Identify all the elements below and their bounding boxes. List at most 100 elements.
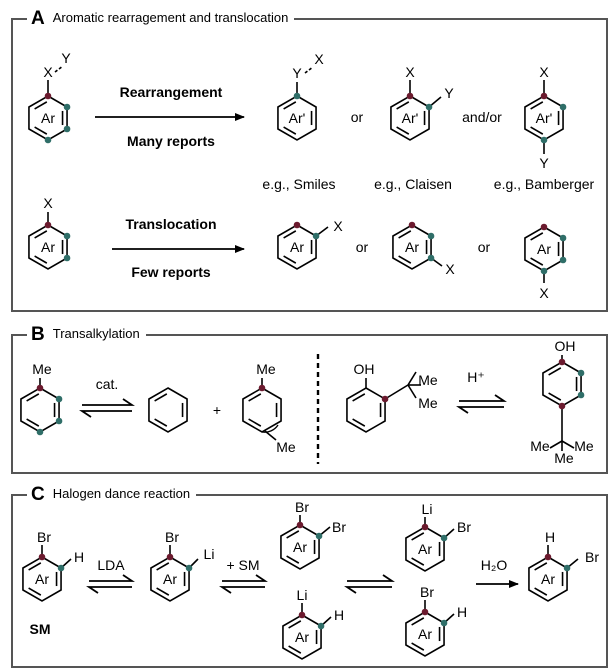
halo-ring-5-double-bond — [411, 532, 425, 541]
panel-c — [11, 494, 608, 668]
c4-ipso-dot — [298, 611, 306, 619]
ipso-dot-6 — [293, 221, 301, 229]
halo-ring-5-double-bond — [411, 557, 425, 566]
br-label-5: Br — [457, 519, 471, 535]
halo-ring-3-double-bond — [286, 530, 300, 539]
lda-equilibrium-forward — [89, 574, 135, 582]
ar-label-c5: Ar — [418, 541, 432, 557]
plus-sm-label: + SM — [226, 557, 259, 573]
toluene-ring-double-bond — [26, 418, 40, 427]
oh-label-2: OH — [555, 338, 576, 354]
xylene-ring-double-bond — [248, 418, 262, 427]
panel-a — [11, 18, 608, 312]
h-plus-label: H⁺ — [467, 369, 485, 385]
h-label-sm: H — [74, 549, 84, 565]
arp-ring-a2-double-bond — [396, 101, 410, 110]
h-label-7: H — [545, 529, 555, 545]
tbu-phenol-ring — [346, 387, 386, 433]
ortho-dot-8 — [559, 234, 567, 242]
meta-dot-5 — [63, 254, 71, 262]
panel-b-title: B Transalkylation — [27, 324, 146, 345]
ortho-dot-6 — [312, 232, 320, 240]
panel-a-letter: A — [31, 8, 45, 29]
br-label-7: Br — [585, 549, 599, 565]
sm-ortho-dot — [57, 564, 65, 572]
sm-ipso-dot — [38, 553, 46, 561]
bond-tbu2-me-b — [549, 440, 563, 449]
arp-ring-a1-double-bond — [283, 126, 297, 135]
para-meta-dot — [577, 391, 585, 399]
li-label-4: Li — [297, 587, 308, 603]
ar-ring-a7-double-bond — [530, 232, 544, 241]
x-label-a2: X — [314, 51, 324, 67]
panel-c-title-text: Halogen dance reaction — [52, 486, 191, 501]
eg-smiles-label: e.g., Smiles — [262, 176, 335, 192]
para-tbu-phenol-ring-double-bond — [548, 367, 562, 376]
panel-b-title-text: Transalkylation — [52, 326, 140, 341]
exchange-equilibrium-reverse — [344, 586, 392, 594]
ar-label-a6: Ar — [405, 239, 419, 255]
many-reports-label: Many reports — [127, 133, 215, 149]
meta-dot-7 — [427, 254, 435, 262]
halo-ring-7-double-bond — [534, 587, 548, 596]
ar-label-c4: Ar — [295, 629, 309, 645]
cat-equilibrium-reverse — [79, 410, 132, 418]
arp-ring-a1 — [277, 95, 317, 141]
ar-ring-a4-double-bond — [34, 255, 48, 264]
panel-a-title-text: Aromatic rearragement and translocation — [52, 10, 289, 25]
ar-label-a4: Ar — [41, 239, 55, 255]
c4-ortho-dot — [317, 622, 325, 630]
c6-ipso-dot — [421, 608, 429, 616]
cat-equilibrium-forward — [82, 398, 135, 406]
toluene-ring — [20, 387, 60, 433]
halo-ring-6-double-bond — [411, 642, 425, 651]
ar-label-a1: Ar — [41, 110, 55, 126]
ar-ring-a5-double-bond — [283, 255, 297, 264]
c2-ipso-dot — [166, 553, 174, 561]
bond-tbu2-me-a — [561, 440, 575, 449]
translocation-label: Translocation — [125, 216, 216, 232]
c6-ortho-dot — [440, 619, 448, 627]
halo-ring-sm-double-bond — [28, 587, 42, 596]
x-label-a6: X — [333, 218, 343, 234]
panel-b-letter: B — [31, 324, 45, 345]
ipso-dot-3 — [406, 92, 414, 100]
ar-label-a7: Ar — [537, 241, 551, 257]
x-label-a1: X — [43, 64, 53, 80]
ortho-dot — [63, 103, 71, 111]
acid-equilibrium-reverse — [456, 406, 504, 414]
meta-dot-8 — [559, 256, 567, 264]
arp-ring-a3-double-bond — [530, 101, 544, 110]
h-label-6: H — [457, 604, 467, 620]
ipso-dot-4 — [540, 92, 548, 100]
x-label-a3: X — [405, 64, 415, 80]
me-label-tbu-5: Me — [554, 450, 574, 466]
c2-ortho-dot — [185, 564, 193, 572]
panel-b — [11, 334, 608, 474]
c7-ipso-dot — [544, 553, 552, 561]
tbu-phenol-ring-double-bond — [352, 418, 366, 427]
br-label-3a: Br — [295, 499, 309, 515]
me-label-xylene-1: Me — [256, 361, 276, 377]
toluene-ortho-dot — [55, 395, 63, 403]
x-label-a5: X — [43, 195, 53, 211]
lda-label: LDA — [97, 557, 125, 573]
ortho-dot-3 — [425, 103, 433, 111]
para-tbu-phenol-ring-double-bond — [548, 392, 562, 401]
para-dot — [44, 136, 52, 144]
c7-ortho-dot — [563, 564, 571, 572]
or-label-a1: or — [351, 109, 364, 125]
ipso-dot-2 — [293, 92, 301, 100]
ar-ring-a1-double-bond — [34, 101, 48, 110]
panel-c-letter: C — [31, 484, 45, 505]
ar-label-c6: Ar — [418, 626, 432, 642]
bond-xy-a1 — [54, 65, 64, 73]
arp-label-a1: Ar' — [289, 110, 306, 126]
br-label-6: Br — [420, 584, 434, 600]
me-label-tbu-1: Me — [418, 372, 438, 388]
para-para-dot — [558, 402, 566, 410]
br-label-sm: Br — [37, 529, 51, 545]
ar-label-a5: Ar — [290, 239, 304, 255]
y-label-a4: Y — [539, 155, 549, 171]
